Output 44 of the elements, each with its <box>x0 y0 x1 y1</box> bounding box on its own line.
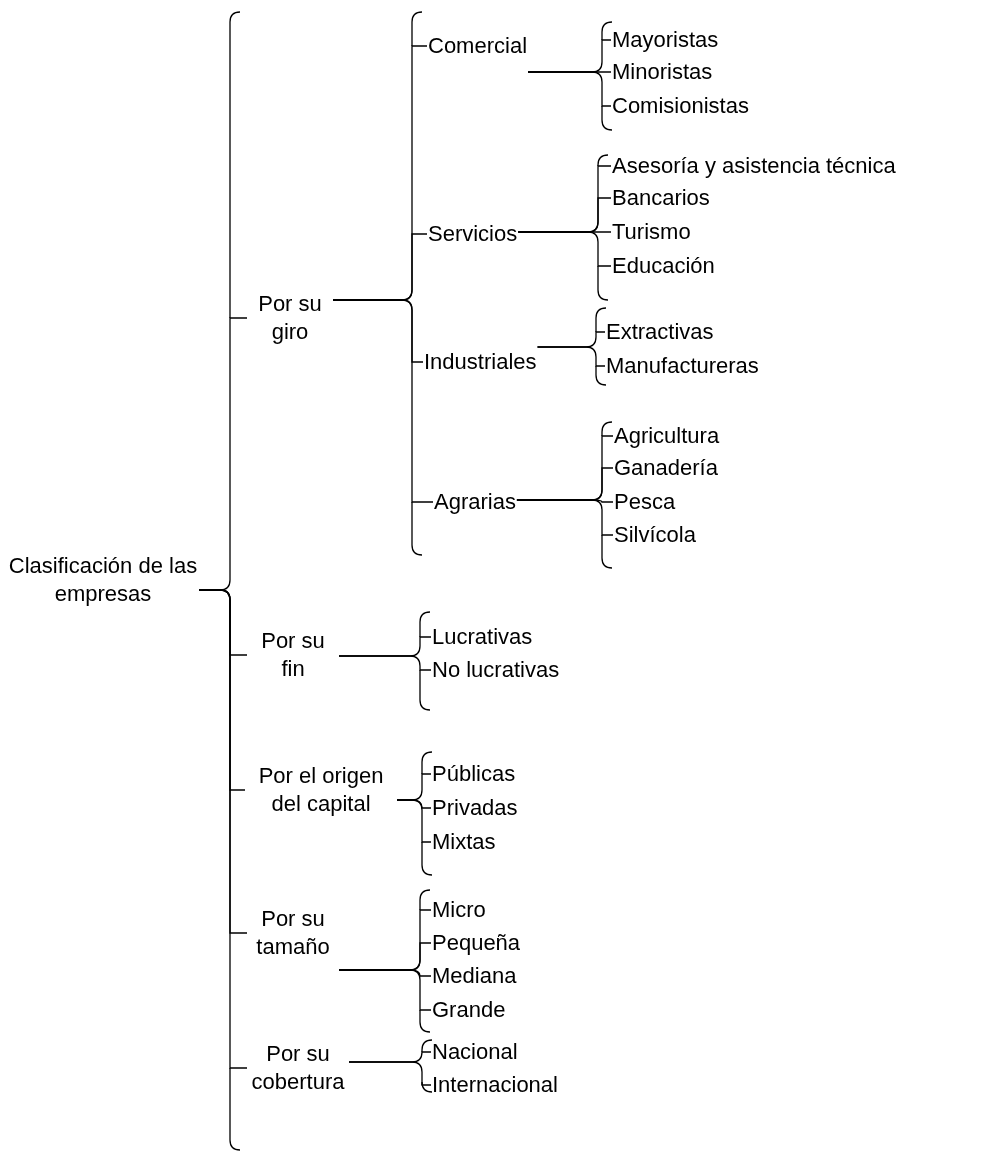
category-label: Educación <box>612 252 715 280</box>
category-label: Extractivas <box>606 318 714 346</box>
category-label: Ganadería <box>614 454 718 482</box>
category-label: Comercial <box>428 32 528 60</box>
category-label: Por el origen del capital <box>246 762 396 818</box>
category-label: Privadas <box>432 794 518 822</box>
brace-connector <box>332 299 434 503</box>
brace-connector <box>527 71 612 107</box>
category-label: Por su fin <box>248 627 338 683</box>
category-label: Industriales <box>424 348 537 376</box>
brace-connector <box>516 499 614 536</box>
category-label: Pequeña <box>432 929 521 957</box>
category-label: Nacional <box>432 1038 518 1066</box>
brace-connector <box>396 799 432 843</box>
brace-connector <box>517 231 612 267</box>
category-label: Grande <box>432 996 506 1024</box>
brace-connector <box>348 1061 432 1086</box>
category-label: Silvícola <box>614 521 696 549</box>
category-label: No lucrativas <box>432 656 560 684</box>
category-label: Mixtas <box>432 828 496 856</box>
category-label: Asesoría y asistencia técnica <box>612 152 896 180</box>
category-label: Lucrativas <box>432 623 533 651</box>
category-label: Agrarias <box>434 488 516 516</box>
brace-connector <box>338 655 432 671</box>
category-label: Por su tamaño <box>248 905 338 961</box>
category-label: Micro <box>432 896 486 924</box>
category-label: Pesca <box>614 488 676 516</box>
category-label: Internacional <box>432 1071 558 1099</box>
brace-connector <box>536 346 606 367</box>
brace-connector <box>338 969 432 1011</box>
category-label: Por su cobertura <box>248 1040 348 1096</box>
category-label: Minoristas <box>612 58 713 86</box>
category-label: Comisionistas <box>612 92 749 120</box>
category-label: Bancarios <box>612 184 710 212</box>
category-label: Por su giro <box>248 290 332 346</box>
category-label: Manufactureras <box>606 352 759 380</box>
category-label: Mayoristas <box>612 26 719 54</box>
category-label: Servicios <box>428 220 518 248</box>
category-label: Públicas <box>432 760 516 788</box>
category-label: Clasificación de las empresas <box>8 552 198 608</box>
brace-connector <box>198 589 248 1069</box>
category-label: Turismo <box>612 218 691 246</box>
category-label: Agricultura <box>614 422 720 450</box>
category-label: Mediana <box>432 962 517 990</box>
